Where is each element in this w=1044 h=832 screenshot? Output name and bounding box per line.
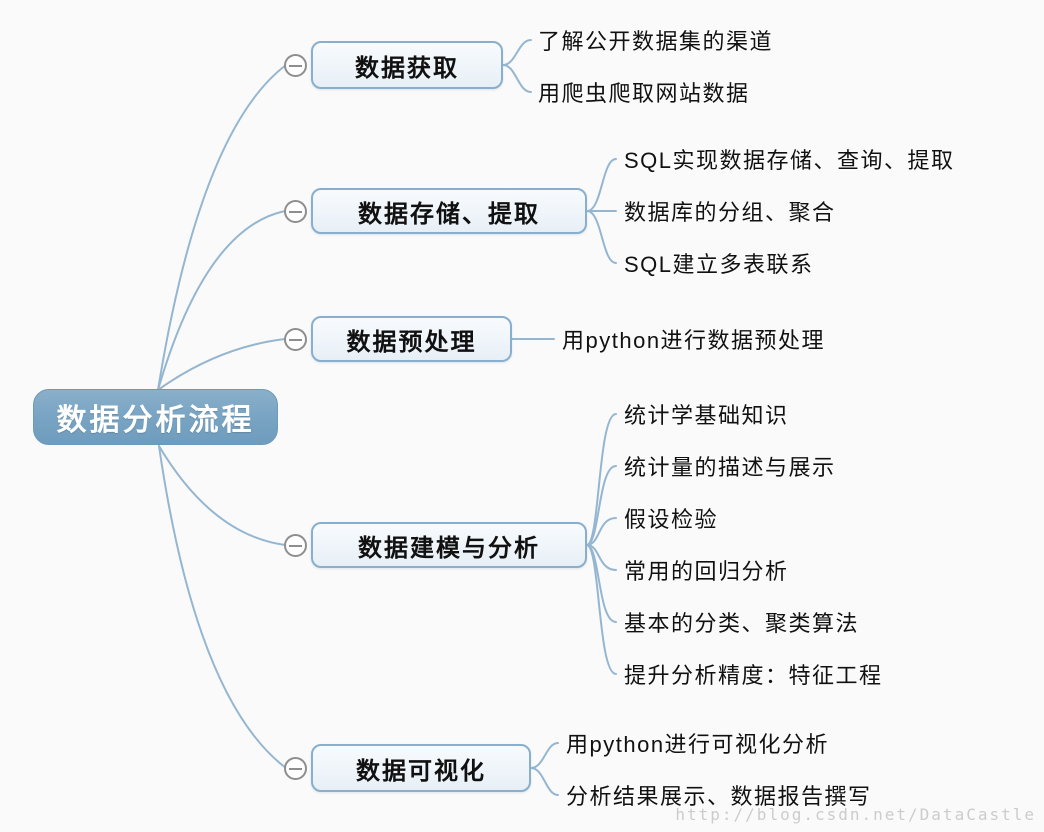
connector-curve [530, 767, 559, 796]
branch-node-data-preprocessing[interactable]: 数据预处理 [311, 316, 512, 362]
minus-glyph [289, 338, 302, 341]
connector-curve [586, 544, 617, 623]
watermark-url: http://blog.csdn.net/DataCastle [675, 805, 1036, 824]
connector-curve [586, 465, 617, 546]
connector-curve [530, 742, 559, 769]
collapse-icon[interactable] [284, 54, 307, 77]
leaf-topic[interactable]: SQL建立多表联系 [624, 252, 814, 277]
leaf-topic[interactable]: 用爬虫爬取网站数据 [538, 81, 750, 106]
leaf-topic[interactable]: 基本的分类、聚类算法 [624, 611, 860, 636]
leaf-topic[interactable]: 假设检验 [624, 507, 719, 532]
connector-curve [586, 544, 617, 675]
leaf-topic[interactable]: 了解公开数据集的渠道 [538, 29, 774, 54]
leaf-topic[interactable]: 数据库的分组、聚合 [624, 200, 836, 225]
branch-node-data-modeling-analysis[interactable]: 数据建模与分析 [311, 522, 587, 568]
minus-glyph [289, 64, 302, 67]
leaf-topic[interactable]: 用python进行数据预处理 [562, 328, 826, 353]
connector-curve [158, 445, 287, 769]
minus-glyph [289, 767, 302, 770]
leaf-topic[interactable]: 统计量的描述与展示 [624, 455, 836, 480]
connector-curve [157, 338, 286, 391]
collapse-icon[interactable] [284, 534, 307, 557]
connector-curve [158, 445, 286, 546]
connector-curve [502, 39, 532, 66]
leaf-topic[interactable]: SQL实现数据存储、查询、提取 [624, 148, 955, 173]
branch-node-data-visualization[interactable]: 数据可视化 [311, 744, 531, 792]
branch-node-data-acquisition[interactable]: 数据获取 [311, 41, 503, 89]
connector-curve [586, 210, 617, 264]
leaf-topic[interactable]: 统计学基础知识 [624, 403, 789, 428]
branch-node-data-storage-extraction[interactable]: 数据存储、提取 [311, 188, 587, 234]
leaf-topic[interactable]: 用python进行可视化分析 [566, 732, 830, 757]
collapse-icon[interactable] [284, 200, 307, 223]
connector-curve [502, 64, 532, 93]
connector-curve [586, 158, 617, 212]
minus-glyph [289, 210, 302, 213]
leaf-topic[interactable]: 常用的回归分析 [624, 559, 789, 584]
connector-curve [157, 64, 287, 391]
collapse-icon[interactable] [284, 757, 307, 780]
leaf-topic[interactable]: 分析结果展示、数据报告撰写 [566, 784, 872, 809]
connector-curve [586, 517, 617, 546]
collapse-icon[interactable] [284, 328, 307, 351]
minus-glyph [289, 544, 302, 547]
leaf-topic[interactable]: 提升分析精度：特征工程 [624, 663, 883, 688]
connector-curve [586, 413, 617, 546]
connector-curve [157, 210, 286, 391]
root-node[interactable]: 数据分析流程 [33, 389, 278, 445]
